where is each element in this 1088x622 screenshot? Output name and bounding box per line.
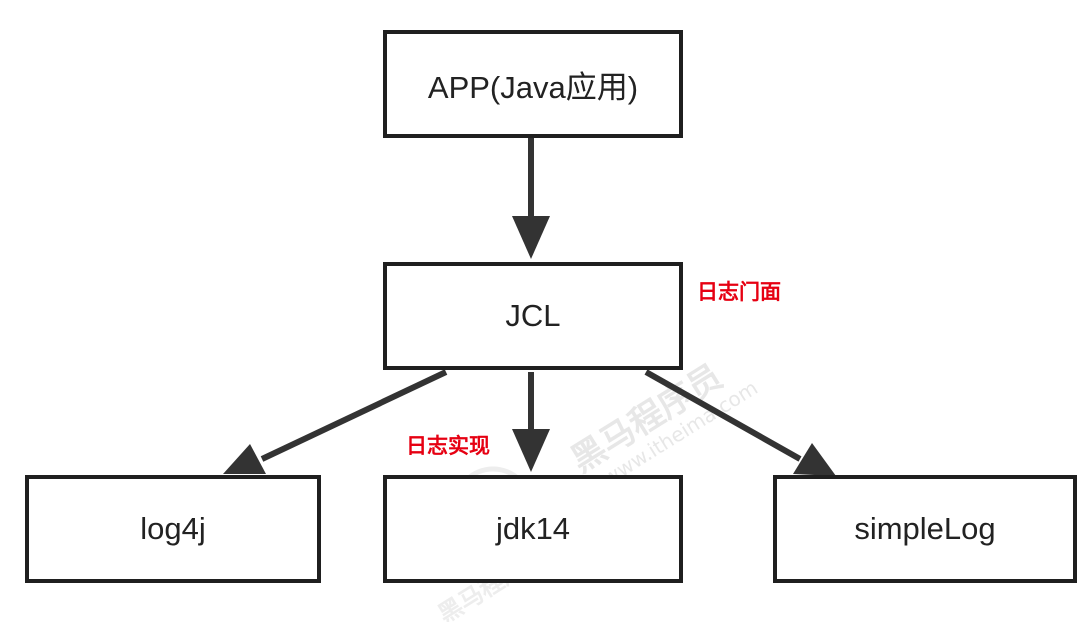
annotation-log-facade: 日志门面 (697, 280, 781, 304)
node-simplelog-label: simpleLog (854, 511, 996, 546)
edge-jcl-to-log4j (223, 369, 448, 474)
edge-jcl-to-simplelog (644, 369, 836, 476)
edge-jcl-to-jdk14 (512, 372, 550, 472)
node-jdk14: jdk14 (383, 475, 683, 583)
node-simplelog: simpleLog (773, 475, 1077, 583)
node-log4j-label: log4j (140, 511, 206, 546)
edge-app-to-jcl (512, 138, 550, 259)
node-log4j: log4j (25, 475, 321, 583)
node-jcl-label: JCL (505, 298, 561, 333)
node-jdk14-label: jdk14 (495, 511, 571, 546)
annotation-log-implementation: 日志实现 (406, 434, 490, 458)
node-app-label: APP(Java应用) (427, 69, 639, 105)
node-app: APP(Java应用) (383, 30, 683, 138)
node-jcl: JCL (383, 262, 683, 370)
